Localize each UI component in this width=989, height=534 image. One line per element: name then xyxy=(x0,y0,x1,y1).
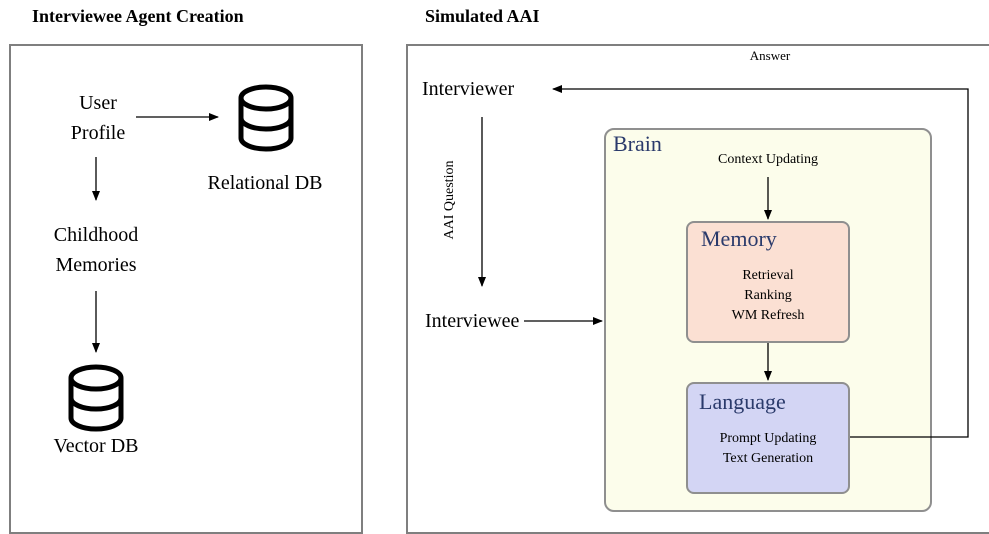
memory-items: Retrieval Ranking WM Refresh xyxy=(686,266,850,326)
memory-item-retrieval: Retrieval xyxy=(742,268,794,283)
user-profile-node: User Profile xyxy=(48,88,148,148)
language-item-prompt-updating: Prompt Updating xyxy=(719,431,817,446)
brain-title: Brain xyxy=(613,131,662,156)
user-profile-line-2: Profile xyxy=(70,122,126,144)
connectors xyxy=(68,84,969,438)
language-box xyxy=(686,382,850,494)
vector-db-label: Vector DB xyxy=(53,435,139,457)
memory-item-wm-refresh: WM Refresh xyxy=(731,308,805,323)
answer-label: Answer xyxy=(749,48,791,63)
left-panel-title: Interviewee Agent Creation xyxy=(32,6,244,26)
right-panel-title: Simulated AAI xyxy=(425,6,540,26)
interviewee-node: Interviewee xyxy=(425,310,520,332)
language-item-text-generation: Text Generation xyxy=(722,451,814,466)
context-updating-label: Context Updating xyxy=(718,152,818,167)
memory-box xyxy=(686,221,850,343)
memory-title: Memory xyxy=(701,226,777,251)
memory-item-ranking: Ranking xyxy=(744,288,792,303)
childhood-memories-line-2: Memories xyxy=(55,254,137,276)
relational-db-label: Relational DB xyxy=(207,172,323,194)
language-items: Prompt Updating Text Generation xyxy=(686,429,850,469)
user-profile-line-1: User xyxy=(79,92,117,114)
childhood-memories-node: Childhood Memories xyxy=(26,220,166,280)
childhood-memories-line-1: Childhood xyxy=(53,224,139,246)
answer-loop-arrow xyxy=(552,85,969,438)
interviewer-node: Interviewer xyxy=(422,78,515,100)
database-icon xyxy=(68,364,124,432)
database-icon xyxy=(238,84,294,152)
language-title: Language xyxy=(699,389,786,414)
